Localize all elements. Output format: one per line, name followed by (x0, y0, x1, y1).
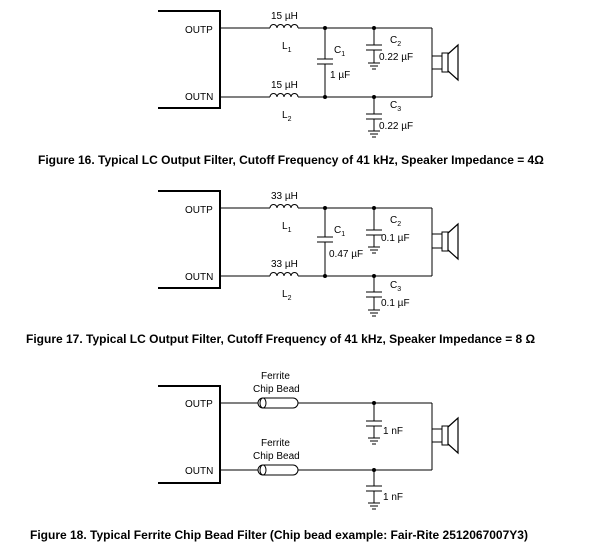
c1-label: C1 (334, 225, 345, 238)
capacitor-c3 (366, 274, 382, 317)
inductor-l2 (269, 93, 299, 98)
capacitor-bottom (366, 468, 382, 510)
l2-value: 15 µH (271, 80, 298, 91)
l1-value: 15 µH (271, 11, 298, 22)
l1-label: L1 (282, 221, 292, 234)
ferrite-bead-bottom (257, 464, 299, 476)
amplifier-box (158, 385, 221, 484)
c1-label: C1 (334, 45, 345, 58)
pin-outn: OUTN (185, 92, 213, 103)
c2-value: 0.22 µF (379, 52, 413, 63)
l2-label: L2 (282, 289, 292, 302)
c2-label: C2 (390, 35, 401, 48)
capacitor-c1 (317, 206, 333, 278)
c3-label: C3 (390, 280, 401, 293)
c3-label: C3 (390, 100, 401, 113)
inductor-l1 (269, 204, 299, 209)
figure-18: OUTP OUTN Ferrite Chip Bead Ferrite Chip… (30, 371, 528, 542)
ferrite-bead-top (257, 397, 299, 409)
l2-label: L2 (282, 110, 292, 123)
cap-bottom-value: 1 nF (383, 492, 403, 503)
l1-label: L1 (282, 41, 292, 54)
capacitor-c3 (366, 95, 382, 138)
capacitor-c1 (317, 26, 333, 99)
speaker-icon (432, 43, 459, 82)
c3-value: 0.22 µF (379, 121, 413, 132)
bead-top-label-line2: Chip Bead (253, 384, 300, 395)
speaker-icon (432, 222, 459, 261)
figure-17: OUTP OUTN 33 µH L1 33 µH L2 C1 0.47 µF (26, 190, 536, 346)
bead-top-label-line1: Ferrite (261, 371, 290, 382)
bead-bot-label-line1: Ferrite (261, 438, 290, 449)
l2-value: 33 µH (271, 259, 298, 270)
amplifier-box (158, 10, 221, 109)
c2-label: C2 (390, 215, 401, 228)
bead-bot-label-line2: Chip Bead (253, 451, 300, 462)
c1-value: 0.47 µF (329, 249, 363, 260)
amplifier-box (158, 190, 221, 289)
pin-outp: OUTP (185, 399, 213, 410)
cap-top-value: 1 nF (383, 426, 403, 437)
pin-outp: OUTP (185, 205, 213, 216)
capacitor-top (366, 401, 382, 445)
capacitor-c2 (366, 26, 382, 70)
speaker-icon (432, 416, 459, 455)
pin-outp: OUTP (185, 25, 213, 36)
pin-outn: OUTN (185, 272, 213, 283)
c1-value: 1 µF (330, 70, 350, 81)
c2-value: 0.1 µF (381, 233, 410, 244)
inductor-l2 (269, 272, 299, 277)
inductor-l1 (269, 24, 299, 29)
l1-value: 33 µH (271, 191, 298, 202)
figure-16: OUTP OUTN 15 µH L1 15 µH L2 C1 1 µF (38, 10, 544, 167)
c3-value: 0.1 µF (381, 298, 410, 309)
figure-17-caption: Figure 17. Typical LC Output Filter, Cut… (26, 332, 536, 346)
pin-outn: OUTN (185, 466, 213, 477)
capacitor-c2 (366, 206, 382, 254)
figure-18-caption: Figure 18. Typical Ferrite Chip Bead Fil… (30, 528, 528, 542)
figure-16-caption: Figure 16. Typical LC Output Filter, Cut… (38, 153, 544, 167)
